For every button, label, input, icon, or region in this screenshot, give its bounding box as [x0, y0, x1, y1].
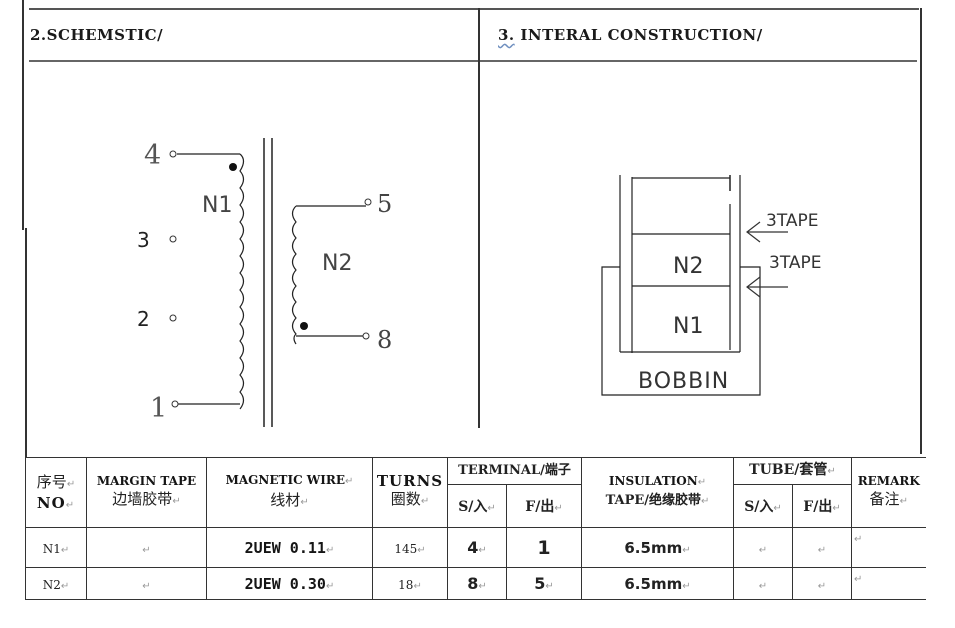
pin-label-1: 1 [150, 393, 167, 424]
cell-terminal-start: 8↵ [447, 567, 507, 600]
header-insulation-tape: TAPE/绝缘胶带↵ [605, 493, 710, 508]
cell-margin-tape: ↵ [86, 527, 207, 568]
table-header-row-1: 序号↵ NO↵ MARGIN TAPE 边墙胶带↵ MAGNETIC WIRE↵… [25, 457, 926, 528]
cell-tube-start: ↵ [733, 527, 793, 568]
header-terminal-start: S/入↵ [447, 484, 507, 528]
cell-terminal-start: 4↵ [447, 527, 507, 568]
cell-turns: 145↵ [372, 527, 448, 568]
cell-magnetic-wire: 2UEW 0.30↵ [206, 567, 373, 600]
header-tube-finish: F/出↵ [792, 484, 852, 528]
polarity-dot-icon [300, 322, 308, 330]
secondary-coil-icon [291, 205, 297, 345]
internal-construction-diagram: N2 N1 BOBBIN 3TAPE 3TAPE [601, 175, 822, 396]
header-tube-label: TUBE/套管↵ [749, 462, 836, 478]
header-magnetic-wire: MAGNETIC WIRE↵ 线材↵ [206, 457, 373, 528]
frame-right-border [920, 8, 922, 454]
header-no-en: NO↵ [36, 493, 76, 512]
section-title-schematic: 2.SCHEMSTIC/ [30, 26, 163, 44]
cell-no: N2↵ [25, 567, 87, 600]
winding-spec-table: 序号↵ NO↵ MARGIN TAPE 边墙胶带↵ MAGNETIC WIRE↵… [25, 457, 926, 600]
table-row: N2↵ ↵ 2UEW 0.30↵ 18↵ 8↵ 5↵ 6.5mm↵ ↵ ↵ ↵ [25, 567, 926, 600]
cell-tube-finish: ↵ [792, 527, 852, 568]
cell-tube-start: ↵ [733, 567, 793, 600]
cell-terminal-finish: 1 [506, 527, 582, 568]
header-margin-tape: MARGIN TAPE 边墙胶带↵ [86, 457, 207, 528]
frame-left-border-lower [25, 228, 27, 458]
frame-header-rule [29, 60, 917, 62]
layer-label-n1: N1 [673, 314, 703, 339]
header-terminal-finish: F/出↵ [506, 484, 582, 528]
pin-1-icon [171, 400, 179, 408]
header-insulation-en: INSULATION↵ [608, 474, 707, 488]
pin-label-3: 3 [137, 228, 150, 252]
cell-insulation-tape: 6.5mm↵ [581, 567, 734, 600]
header-terminal: TERMINAL/端子 [447, 457, 582, 485]
frame-left-border-upper [22, 0, 24, 230]
frame-section-divider [478, 8, 480, 428]
arrow-left-icon [746, 276, 788, 298]
cell-insulation-tape: 6.5mm↵ [581, 527, 734, 568]
header-terminal-label: TERMINAL/端子 [458, 463, 571, 478]
cell-tube-finish: ↵ [792, 567, 852, 600]
bobbin-label: BOBBIN [638, 369, 729, 394]
section-title-text: INTERAL CONSTRUCTION/ [520, 26, 763, 44]
header-insulation: INSULATION↵ TAPE/绝缘胶带↵ [581, 457, 734, 528]
section-number: 2. [30, 26, 47, 44]
polarity-dot-icon [229, 163, 237, 171]
section-title-construction: 3. INTERAL CONSTRUCTION/ [498, 26, 763, 44]
header-margin-tape-en: MARGIN TAPE [96, 474, 197, 488]
header-no-cn: 序号↵ [36, 472, 76, 491]
header-magnetic-wire-en: MAGNETIC WIRE↵ [225, 473, 354, 487]
cell-magnetic-wire: 2UEW 0.11↵ [206, 527, 373, 568]
header-turns-cn: 圈数↵ [390, 490, 430, 508]
cell-margin-tape: ↵ [86, 567, 207, 600]
header-tube: TUBE/套管↵ [733, 457, 852, 485]
pin-8-icon [362, 332, 370, 340]
pin-label-2: 2 [137, 307, 150, 331]
frame-top-rule [29, 8, 919, 10]
section-number: 3. [498, 26, 515, 44]
header-no: 序号↵ NO↵ [25, 457, 87, 528]
cell-remark: ↵ [851, 567, 926, 600]
section-title-text: SCHEMSTIC/ [46, 26, 164, 44]
pin-3-icon [169, 235, 177, 243]
header-margin-tape-cn: 边墙胶带↵ [112, 490, 181, 508]
cell-remark: ↵ [851, 527, 926, 568]
transformer-schematic: 4 3 2 1 N1 5 8 N2 [137, 138, 392, 427]
header-magnetic-wire-cn: 线材↵ [270, 491, 309, 509]
cell-terminal-finish: 5↵ [506, 567, 582, 600]
header-turns-en: TURNS [376, 472, 444, 490]
pin-label-8: 8 [377, 326, 392, 354]
winding-label-n1: N1 [202, 193, 232, 218]
header-remark-en: REMARK [857, 474, 920, 488]
arrow-left-icon [746, 221, 788, 243]
header-tube-start: S/入↵ [733, 484, 793, 528]
header-turns: TURNS 圈数↵ [372, 457, 448, 528]
pin-label-5: 5 [377, 190, 392, 218]
tape-label: 3TAPE [766, 211, 819, 231]
header-remark-cn: 备注↵ [869, 490, 908, 508]
pin-label-4: 4 [144, 140, 161, 171]
cell-turns: 18↵ [372, 567, 448, 600]
cell-no: N1↵ [25, 527, 87, 568]
layer-label-n2: N2 [673, 254, 703, 279]
table-row: N1↵ ↵ 2UEW 0.11↵ 145↵ 4↵ 1 6.5mm↵ ↵ ↵ ↵ [25, 527, 926, 568]
tape-label: 3TAPE [769, 253, 822, 273]
pin-5-icon [364, 198, 372, 206]
winding-label-n2: N2 [322, 251, 352, 276]
pin-4-icon [169, 150, 177, 158]
header-remark: REMARK 备注↵ [851, 457, 926, 528]
pin-2-icon [169, 314, 177, 322]
primary-coil-icon [239, 153, 245, 410]
